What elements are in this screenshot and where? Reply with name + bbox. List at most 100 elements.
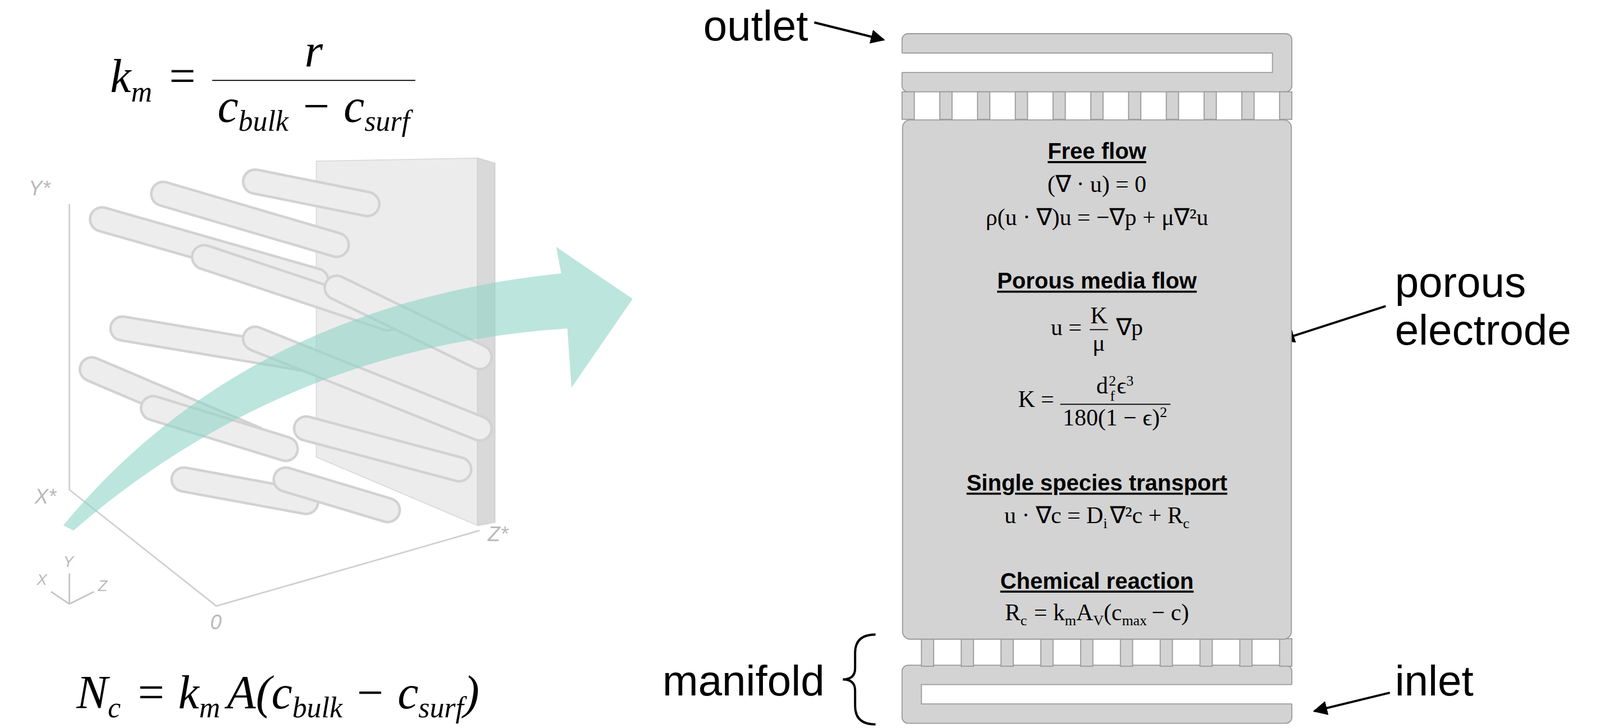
superscript: 3 (1126, 372, 1134, 389)
formula-text: ∇²c + R (1109, 503, 1184, 529)
manifold-bar (1160, 638, 1173, 667)
part-label: outlet (703, 1, 809, 50)
part-label: manifold (662, 656, 825, 705)
formula-text: = k (1034, 600, 1065, 626)
leader-lines (814, 22, 1390, 712)
formula-text: N (76, 666, 108, 719)
equation-line: K =d2fϵ3180(1 − ϵ)2 (903, 373, 1292, 432)
axis-label: Y (63, 552, 74, 570)
fiber (305, 428, 460, 470)
equation-line: (∇ · u) = 0 (903, 171, 1292, 198)
equation-line: u =Kμ∇p (903, 302, 1292, 357)
formula-text: A (1076, 600, 1094, 626)
manifold-bar (921, 638, 934, 667)
flow-arrow (63, 247, 633, 531)
manifold-bar (961, 638, 974, 667)
subscript: m (130, 76, 152, 108)
fraction: d2fϵ3180(1 − ϵ)2 (1059, 373, 1170, 432)
manifold-bar (1090, 92, 1104, 120)
subscript: bulk (238, 105, 289, 137)
manifold-bar (1200, 638, 1213, 667)
formula-text: r (304, 24, 323, 77)
fiber (254, 181, 368, 205)
manifold-bar (1204, 92, 1217, 120)
fraction: Kμ (1087, 302, 1110, 357)
subscript: V (1093, 611, 1104, 629)
formula-text: k (110, 50, 131, 103)
manifold-bar (1040, 638, 1054, 667)
subscript: surf (418, 692, 464, 724)
manifold-bar (1053, 92, 1066, 120)
formula-text: c (217, 79, 239, 132)
formula-text: ) (463, 666, 480, 719)
manifold-bar (1239, 638, 1252, 667)
subscript: c (107, 692, 121, 724)
fiber (254, 181, 368, 205)
manifold-brace (842, 634, 876, 725)
formula-text: (c (1103, 600, 1122, 626)
formula-text: − c (354, 666, 419, 719)
formula-text: ∇p (1116, 314, 1144, 340)
manifold-bar (1120, 638, 1133, 667)
axis-label: Y* (28, 176, 50, 201)
section-heading: Porous media flow (903, 269, 1292, 295)
subscript: max (1121, 611, 1147, 629)
formula-text: − c) (1151, 600, 1190, 626)
formula-text: u · ∇c = D (1004, 503, 1104, 529)
part-label: porous electrode (1395, 258, 1584, 355)
mass-transfer-formula: km = r cbulk − csurf (110, 25, 427, 138)
manifold-bar (1000, 638, 1014, 667)
equation-line: ρ(u · ∇)u = −∇p + μ∇²u (903, 204, 1292, 231)
denominator: cbulk − csurf (211, 79, 415, 138)
axis-label: 0 (209, 610, 222, 635)
manifold-bar (1080, 638, 1094, 667)
formula-text: A(c (227, 666, 293, 719)
superscript: 2 (1159, 404, 1168, 421)
numerator: d2fϵ3 (1093, 373, 1137, 405)
formula-text: − c (300, 79, 365, 132)
formula-text: 180(1 − ϵ) (1062, 404, 1160, 431)
manifold-bar (1128, 92, 1141, 120)
formula-text: Chemical reaction (1000, 568, 1194, 594)
denominator: 180(1 − ϵ)2 (1059, 404, 1170, 432)
axis-label: Z (97, 577, 108, 595)
subscript: i (1103, 514, 1108, 532)
fraction: r cbulk − csurf (211, 25, 415, 138)
superscript: 2 (1108, 373, 1117, 389)
manifold-bar (1166, 92, 1179, 120)
axis-label: X* (34, 485, 57, 509)
formula-text: = k (134, 666, 199, 719)
subscript: c (1182, 514, 1190, 532)
formula-text: = (166, 50, 198, 103)
formula-text: Free flow (1047, 138, 1147, 164)
numerator: r (298, 25, 329, 80)
formula-text: R (1004, 600, 1021, 626)
formula-text: (∇ · u) = 0 (1047, 171, 1147, 198)
fiber (285, 479, 388, 511)
manifold-bar (939, 92, 953, 120)
manifold-bar (1241, 92, 1255, 120)
equation-line: Rc= kmAV(cmax− c) (903, 600, 1292, 629)
section-heading: Single species transport (903, 471, 1292, 497)
formula-text: Single species transport (966, 470, 1228, 496)
manifold-bar (902, 92, 915, 120)
flux-formula: Nc= kmA(cbulk− csurf) (76, 667, 479, 725)
formula-text: μ (1092, 330, 1105, 356)
fiber (285, 479, 388, 511)
outlet-channel (899, 33, 1292, 93)
inlet-channel (902, 665, 1296, 724)
section-heading: Chemical reaction (903, 569, 1292, 594)
subscript: f (1108, 388, 1117, 404)
subscript: m (1064, 611, 1077, 629)
manifold-bar (1015, 92, 1028, 120)
manifold-bars (902, 92, 1292, 667)
formula-text: K (1090, 302, 1108, 328)
subscript: bulk (292, 692, 343, 724)
section-heading: Free flow (903, 139, 1292, 165)
sub-superscript: 2f (1108, 373, 1117, 404)
fiber (305, 428, 460, 470)
part-label: inlet (1395, 656, 1474, 705)
porous-electrode-box: Free flow (∇ · u) = 0 ρ(u · ∇)u = −∇p + μ∇… (902, 119, 1292, 640)
subscript: surf (364, 105, 410, 137)
